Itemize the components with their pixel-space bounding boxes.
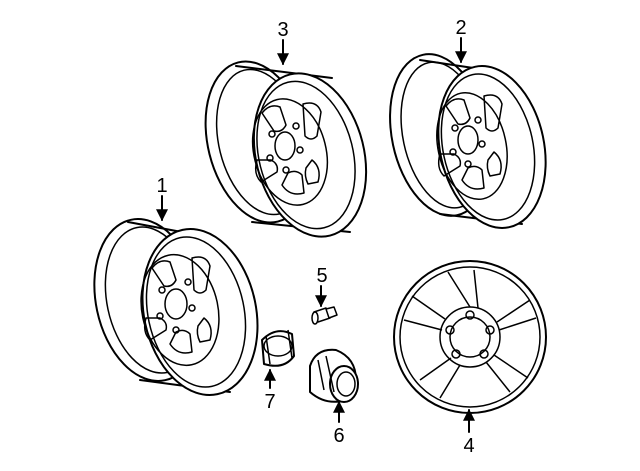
callout-2: 2 xyxy=(455,17,466,39)
wheel-1-steel-wheel xyxy=(93,218,259,396)
callout-3: 3 xyxy=(277,19,288,41)
part-5-valve-stem xyxy=(311,306,338,325)
wheel-4-wheel-cover xyxy=(393,260,547,414)
callout-7: 7 xyxy=(264,391,275,413)
callout-4: 4 xyxy=(463,435,474,457)
part-7-center-cap xyxy=(261,329,295,367)
callout-6: 6 xyxy=(333,425,344,447)
wheel-2-steel-wheel xyxy=(389,53,547,229)
part-6-center-cap xyxy=(309,348,359,403)
callout-5: 5 xyxy=(316,265,327,287)
callout-arrows xyxy=(156,37,475,433)
wheel-3-steel-wheel xyxy=(204,60,368,238)
callout-1: 1 xyxy=(156,175,167,197)
